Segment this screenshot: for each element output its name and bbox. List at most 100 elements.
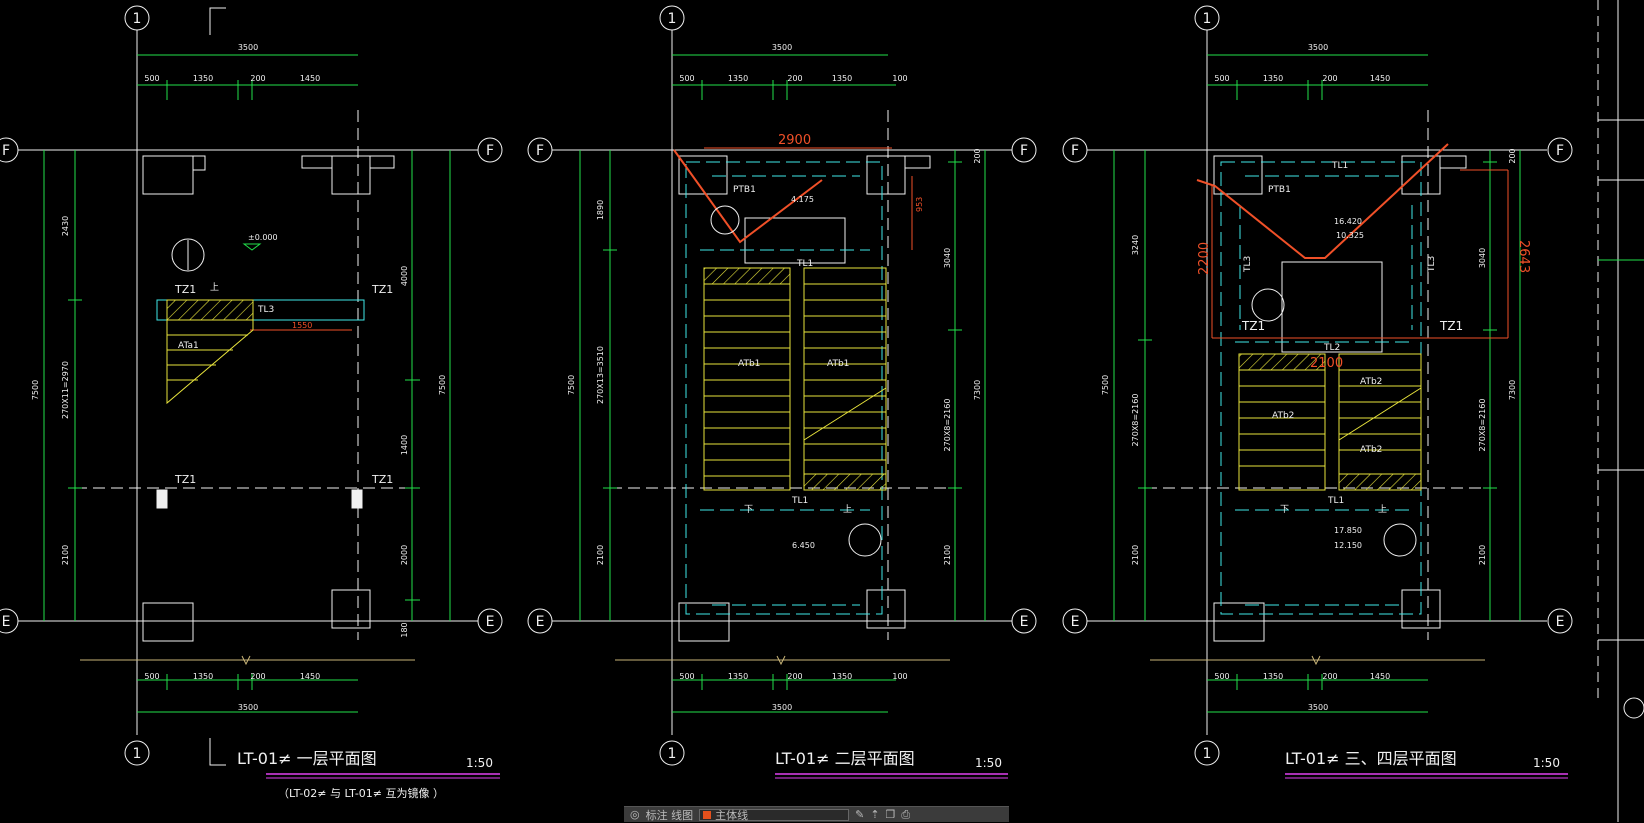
dim-text: 1450 <box>1370 74 1390 83</box>
axis-bubble-label: F <box>1071 143 1079 159</box>
plan3-beams <box>1220 161 1422 615</box>
label-direction: 上 <box>843 504 852 515</box>
label-elevation: 10.325 <box>1336 231 1364 240</box>
pen-icon[interactable]: ✎ <box>855 808 865 821</box>
dim-red: 2100 <box>1310 356 1343 371</box>
dim-text: 7500 <box>31 380 40 400</box>
dim-text: 500 <box>679 672 694 681</box>
axis-bubble-label: E <box>486 614 495 630</box>
axis-bubble-label: E <box>2 614 11 630</box>
axis-bubble-label: F <box>1020 143 1028 159</box>
layer-name: 主体线 <box>715 808 749 822</box>
dim-text: 200 <box>973 148 982 163</box>
right-edge-fragment <box>1597 0 1644 822</box>
dim-red: 953 <box>915 197 924 212</box>
label-beam: TL3 <box>1243 256 1253 273</box>
label-tz1: TZ1 <box>1241 319 1265 333</box>
label-beam: TL1 <box>791 496 808 506</box>
dim-text: 180 <box>400 622 409 637</box>
dim-text: 7300 <box>973 380 982 400</box>
axis-bubble-label: F <box>536 143 544 159</box>
plan3-columns <box>1213 155 1467 642</box>
north-arrow-icon <box>848 523 882 557</box>
dim-text: 500 <box>144 74 159 83</box>
dim-text: 270X8=2160 <box>1478 399 1487 452</box>
copy-icon[interactable]: ❐ <box>885 808 896 821</box>
plan-3-third-fourth-floor[interactable]: 1 1 F F E E 3500 500 1350 <box>1062 5 1573 779</box>
plan-note: （LT-02≠ 与 LT-01≠ 互为镜像 ） <box>278 786 444 800</box>
dim-text: 2100 <box>943 545 952 565</box>
label-stair: ATb1 <box>738 359 760 369</box>
label-beam: TL1 <box>1327 496 1344 506</box>
label-tz1: TZ1 <box>371 283 393 296</box>
print-icon[interactable]: ⎙ <box>901 807 911 821</box>
label-elevation: 4.175 <box>791 195 814 204</box>
dim-text: 2100 <box>61 545 70 565</box>
label-tz1: TZ1 <box>371 473 393 486</box>
dim-red: 2200 <box>1197 242 1212 275</box>
dim-text: 1890 <box>596 200 605 220</box>
dim-text: 100 <box>892 672 907 681</box>
cad-status-toolbar[interactable]: ◎ 标注 线图 主体线 ✎ ⇡ ❐ ⎙ <box>624 806 1009 822</box>
plan2-dimension-lines <box>579 54 986 713</box>
label-span: 1550 <box>292 321 312 330</box>
plan-scale: 1:50 <box>975 756 1002 770</box>
axis-bubble-label: E <box>536 614 545 630</box>
layer-icon[interactable]: ◎ <box>630 808 640 821</box>
dim-text: 200 <box>1322 672 1337 681</box>
dim-text: 200 <box>1322 74 1337 83</box>
dim-text: 200 <box>787 74 802 83</box>
label-stair: ATb1 <box>827 359 849 369</box>
north-arrow-icon <box>1251 288 1285 322</box>
dim-text: 2100 <box>596 545 605 565</box>
label-stair: ATb2 <box>1360 445 1382 455</box>
dim-text: 1450 <box>300 672 320 681</box>
axis-bubble-label: E <box>1020 614 1029 630</box>
label-tz1: TZ1 <box>174 473 196 486</box>
label-beam: TL1 <box>1331 161 1348 171</box>
axis-bubble-label: 1 <box>668 11 677 27</box>
dim-text: 500 <box>1214 74 1229 83</box>
dim-text: 3240 <box>1131 235 1140 255</box>
plan-2-second-floor[interactable]: 1 1 F F E E 3500 500 1350 <box>527 5 1037 779</box>
plan2-beams <box>685 161 883 615</box>
dim-red: 2900 <box>778 133 811 148</box>
label-elevation: 6.450 <box>792 541 815 550</box>
dim-text: 200 <box>1508 148 1517 163</box>
label-elevation: 17.850 <box>1334 526 1362 535</box>
dim-text: 200 <box>250 74 265 83</box>
plan1-axis-lines <box>18 30 478 735</box>
label-elevation: 16.420 <box>1334 217 1362 226</box>
dim-text: 1350 <box>832 74 852 83</box>
plan2-columns <box>678 155 931 642</box>
dim-text: 270X8=2160 <box>1131 394 1140 447</box>
layer-dropdown[interactable]: 主体线 <box>699 808 850 822</box>
label-stair: ATa1 <box>178 341 199 351</box>
dim-red: 2643 <box>1516 240 1531 273</box>
plan3-dimension-lines <box>1113 54 1521 713</box>
north-arrow-icon <box>171 238 205 272</box>
dim-text: 270X13=3510 <box>596 346 605 404</box>
plan-1-first-floor[interactable]: 1 1 F F E E 3500 <box>0 5 503 800</box>
axis-bubble-label: 1 <box>133 11 142 27</box>
dim-text: 1350 <box>728 672 748 681</box>
dim-text: 7500 <box>1101 375 1110 395</box>
dim-text: 200 <box>787 672 802 681</box>
label-beam: TL1 <box>796 259 813 269</box>
axis-bubble-label: 1 <box>668 746 677 762</box>
dim-text: 3040 <box>1478 248 1487 268</box>
dim-text: 1450 <box>300 74 320 83</box>
layer-label: 标注 线图 <box>645 808 694 822</box>
dim-text: 2430 <box>61 216 70 236</box>
label-direction: 下 <box>744 505 753 515</box>
dim-text: 100 <box>892 74 907 83</box>
axis-bubble-label: E <box>1071 614 1080 630</box>
plan1-stair-ata1 <box>166 319 254 405</box>
plan-title: LT-01≠ 一层平面图 <box>237 749 377 768</box>
dim-text: 1450 <box>1370 672 1390 681</box>
dim-text: 7300 <box>1508 380 1517 400</box>
arrow-up-icon[interactable]: ⇡ <box>870 808 880 821</box>
axis-bubble-label: F <box>2 143 10 159</box>
label-elevation: ±0.000 <box>248 233 278 242</box>
